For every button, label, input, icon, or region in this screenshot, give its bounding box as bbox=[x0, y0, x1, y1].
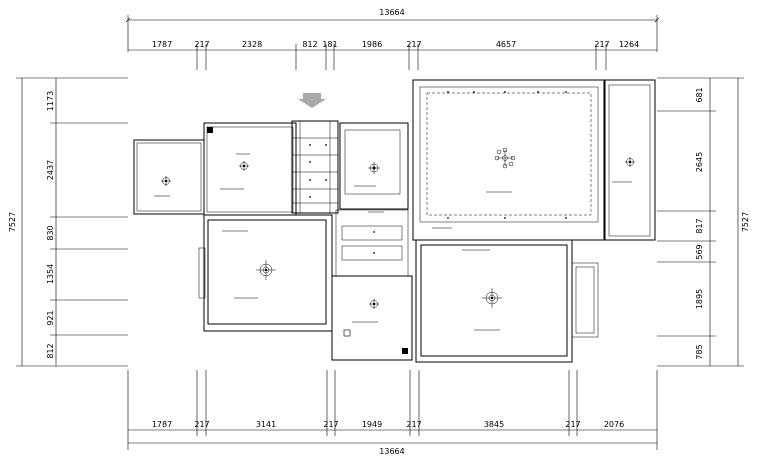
left-dim-5: 921 bbox=[46, 310, 55, 325]
right-dim-3: 817 bbox=[695, 218, 704, 233]
bottom-dim-4: 217 bbox=[323, 420, 338, 429]
bottom-dim-9: 2076 bbox=[604, 420, 624, 429]
room-upper-left bbox=[203, 122, 297, 216]
right-dimension-lines bbox=[657, 77, 744, 367]
right-dim-6: 785 bbox=[695, 344, 704, 359]
corridor bbox=[335, 209, 409, 277]
left-dim-2: 2437 bbox=[46, 160, 55, 180]
bottom-dim-7: 3845 bbox=[484, 420, 504, 429]
room-left-small bbox=[133, 139, 205, 215]
bottom-dim-8: 217 bbox=[565, 420, 580, 429]
bottom-dimension-lines bbox=[127, 370, 658, 450]
top-dimension-lines bbox=[125, 15, 660, 70]
right-dim-1: 681 bbox=[695, 87, 704, 102]
room-balcony bbox=[603, 79, 656, 241]
floor-plan bbox=[133, 79, 656, 363]
left-dim-3: 830 bbox=[46, 225, 55, 240]
left-dim-6: 812 bbox=[46, 343, 55, 358]
left-total-dimension: 7527 bbox=[8, 212, 17, 232]
right-dim-5: 1895 bbox=[695, 289, 704, 309]
top-dim-10: 1264 bbox=[619, 40, 639, 49]
bottom-dim-2: 217 bbox=[194, 420, 209, 429]
stair-area bbox=[291, 120, 339, 214]
room-bedroom-right bbox=[415, 239, 573, 363]
top-dim-1: 1787 bbox=[152, 40, 172, 49]
column-mark bbox=[207, 127, 213, 133]
bottom-dim-5: 1949 bbox=[362, 420, 382, 429]
top-dim-3: 2328 bbox=[242, 40, 262, 49]
light-fixture-upper-left-icon bbox=[239, 161, 249, 171]
right-dim-2: 2645 bbox=[695, 152, 704, 172]
room-living bbox=[412, 79, 606, 241]
left-dimension-lines bbox=[16, 77, 128, 367]
right-dim-4: 569 bbox=[695, 244, 704, 259]
top-dim-9: 217 bbox=[594, 40, 609, 49]
bottom-dim-1: 1787 bbox=[152, 420, 172, 429]
top-dim-5: 181 bbox=[322, 40, 337, 49]
downlight-dots bbox=[309, 91, 567, 254]
bottom-dim-6: 217 bbox=[406, 420, 421, 429]
annotation-marks bbox=[154, 153, 632, 331]
bottom-total-dimension: 13664 bbox=[379, 447, 404, 456]
light-fixture-bedroom-right-icon bbox=[482, 288, 502, 308]
light-fixture-bedroom-left-icon bbox=[256, 260, 276, 280]
top-total-dimension: 13664 bbox=[379, 8, 404, 17]
light-fixture-dining-icon bbox=[368, 162, 380, 174]
room-bedroom-left bbox=[203, 214, 333, 332]
light-fixture-left-icon bbox=[161, 176, 171, 186]
light-fixture-bathroom-icon bbox=[369, 299, 379, 309]
left-dim-1: 1173 bbox=[46, 91, 55, 111]
room-bathroom bbox=[331, 275, 413, 361]
light-fixture-balcony-icon bbox=[625, 157, 635, 167]
left-dim-4: 1354 bbox=[46, 264, 55, 284]
bottom-dim-3: 3141 bbox=[256, 420, 276, 429]
chandelier-icon bbox=[494, 147, 516, 169]
arrow-down-icon bbox=[298, 93, 326, 108]
top-dim-6: 1986 bbox=[362, 40, 382, 49]
top-dim-8: 4657 bbox=[496, 40, 516, 49]
right-total-dimension: 7527 bbox=[741, 212, 750, 232]
top-dim-7: 217 bbox=[406, 40, 421, 49]
room-dining bbox=[339, 122, 409, 210]
top-dim-4: 812 bbox=[302, 40, 317, 49]
top-dim-2: 217 bbox=[194, 40, 209, 49]
